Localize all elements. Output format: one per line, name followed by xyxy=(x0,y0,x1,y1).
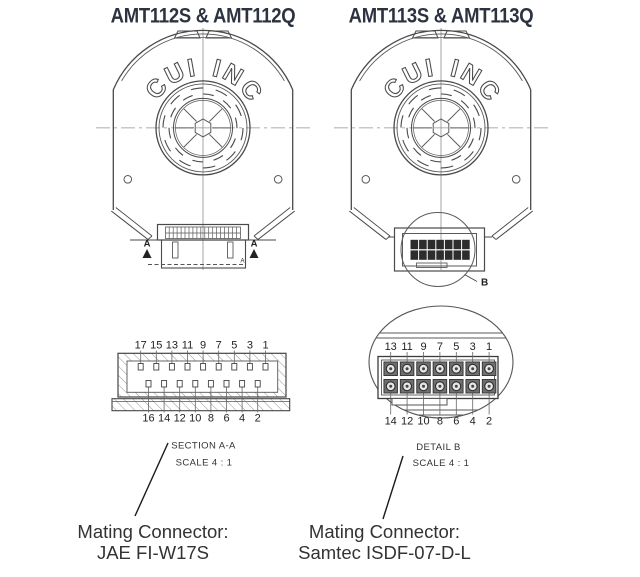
pin-number: 1 xyxy=(486,341,492,353)
section-marker-a-small: A xyxy=(240,259,244,265)
pin-contact xyxy=(246,363,253,371)
pin-number: 4 xyxy=(239,413,245,425)
socket-pin-field xyxy=(410,239,470,260)
cui-logo-right-word2: INC xyxy=(447,54,505,109)
detail-b-label: DETAIL B xyxy=(416,442,460,453)
svg-text:CUI: CUI xyxy=(140,53,200,104)
pin-number: 1 xyxy=(262,340,268,352)
pin-contact xyxy=(215,363,222,371)
cui-logo-left-word2: INC xyxy=(209,54,267,109)
pin-contact xyxy=(254,380,261,388)
pin-number: 9 xyxy=(420,341,426,353)
pin-contact xyxy=(168,363,175,371)
left-leader-line xyxy=(134,442,169,517)
mating-right-line1: Mating Connector: xyxy=(309,521,460,542)
pin-number: 10 xyxy=(417,416,429,428)
pin-number: 5 xyxy=(453,341,459,353)
pin-number: 15 xyxy=(150,340,162,352)
pin-contact xyxy=(137,363,144,371)
pin-number: 16 xyxy=(142,413,154,425)
pin-number: 14 xyxy=(385,416,397,428)
pin-number: 5 xyxy=(231,340,237,352)
encoder-right-view: AMT113S & AMT113Q CUI INC xyxy=(333,4,549,289)
mating-left-line1: Mating Connector: xyxy=(77,521,228,542)
section-marker-a-left: A xyxy=(144,239,151,250)
pin-number: 8 xyxy=(208,413,214,425)
pin-number: 12 xyxy=(401,416,413,428)
pin-number: 12 xyxy=(174,413,186,425)
pin-number: 8 xyxy=(437,416,443,428)
pin-number: 2 xyxy=(486,416,492,428)
socket-connector xyxy=(388,227,492,272)
right-title: AMT113S & AMT113Q xyxy=(349,4,534,27)
pin-number: 10 xyxy=(189,413,201,425)
cui-logo-left-word1: CUI xyxy=(139,53,197,105)
pin-contact xyxy=(145,380,152,388)
contact-ridges xyxy=(165,227,241,239)
pin-contact xyxy=(200,363,207,371)
pin-number: 6 xyxy=(223,413,229,425)
cui-logo-right-word1: CUI xyxy=(377,53,435,105)
section-aa-scale: SCALE 4 : 1 xyxy=(176,458,233,469)
section-cut-marks: A A A xyxy=(142,239,259,265)
pin-number: 11 xyxy=(182,340,193,352)
pin-number: 13 xyxy=(166,340,178,352)
mating-connector-note-left: Mating Connector: JAE FI-W17S xyxy=(77,521,228,563)
right-leader-line xyxy=(382,455,404,520)
pin-contact xyxy=(262,363,269,371)
mating-left-line2: JAE FI-W17S xyxy=(97,542,209,563)
pin-number: 6 xyxy=(453,416,459,428)
svg-text:INC: INC xyxy=(448,54,507,108)
mating-right-line2: Samtec ISDF-07-D-L xyxy=(298,542,471,563)
pin-number: 14 xyxy=(158,413,170,425)
svg-text:CUI: CUI xyxy=(378,53,438,104)
pin-number: 3 xyxy=(470,341,476,353)
pin-contact xyxy=(192,380,199,388)
mating-connector-note-right: Mating Connector: Samtec ISDF-07-D-L xyxy=(298,521,471,563)
pin-number: 7 xyxy=(437,341,443,353)
pin-number: 2 xyxy=(255,413,261,425)
pin-contact xyxy=(207,380,214,388)
pin-number: 7 xyxy=(216,340,222,352)
left-title: AMT112S & AMT112Q xyxy=(111,4,296,27)
card-edge-connector xyxy=(130,223,276,269)
svg-text:INC: INC xyxy=(210,54,269,108)
pin-contact xyxy=(176,380,183,388)
pin-contact xyxy=(161,380,168,388)
pin-number: 11 xyxy=(401,341,412,353)
pin-contact xyxy=(153,363,160,371)
detail-marker-b: B xyxy=(481,278,488,289)
pin-number: 13 xyxy=(385,341,397,353)
detail-circle-marks: B xyxy=(400,212,488,289)
pin-contact xyxy=(184,363,191,371)
pin-number: 9 xyxy=(200,340,206,352)
pin-contact xyxy=(239,380,246,388)
pin-number: 4 xyxy=(470,416,476,428)
section-marker-a-right: A xyxy=(251,239,258,250)
pin-number: 3 xyxy=(247,340,253,352)
section-aa-label: SECTION A-A xyxy=(171,441,236,452)
pin-number: 17 xyxy=(135,340,147,352)
pin-contact xyxy=(223,380,230,388)
detail-b-scale: SCALE 4 : 1 xyxy=(413,458,470,469)
pin-contact xyxy=(231,363,238,371)
encoder-left-view: AMT112S & AMT112Q CUI INC xyxy=(95,4,311,271)
